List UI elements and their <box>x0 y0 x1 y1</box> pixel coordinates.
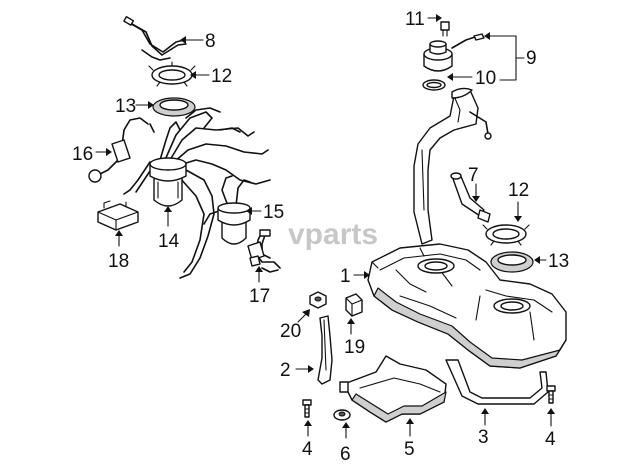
callout-15: 15 <box>263 202 284 223</box>
callout-4-left: 4 <box>302 439 313 460</box>
part-2-strap <box>317 315 333 385</box>
callout-19: 19 <box>344 337 365 358</box>
part-19-bracket <box>345 293 363 317</box>
part-12-lock-ring-right <box>482 224 530 246</box>
callout-13-left: 13 <box>115 96 136 117</box>
part-4-bolt-left <box>302 399 312 418</box>
callout-3: 3 <box>478 427 489 448</box>
filler-neck-tube <box>413 87 492 245</box>
part-11-vent-valve <box>440 21 450 37</box>
part-17-connector <box>247 229 281 273</box>
part-13-gasket-right <box>490 251 534 273</box>
callout-17: 17 <box>249 286 270 307</box>
part-18-control-module <box>97 200 139 231</box>
watermark-text: vparts <box>288 218 378 251</box>
part-8-wire-harness <box>123 16 187 61</box>
part-6-nut <box>333 409 351 421</box>
callout-11: 11 <box>405 9 425 30</box>
part-1-fuel-tank <box>367 243 567 369</box>
callout-18: 18 <box>108 251 129 272</box>
part-20-nut <box>309 291 327 309</box>
callout-6: 6 <box>340 444 351 465</box>
part-15-fuel-filter-assembly <box>203 175 251 245</box>
part-10-o-ring <box>422 79 446 91</box>
part-3-tank-strap <box>445 359 549 405</box>
part-14-fuel-pump-assembly <box>123 107 271 279</box>
callout-8: 8 <box>205 31 216 52</box>
part-7-vent-hose <box>450 172 491 223</box>
callout-16: 16 <box>72 144 93 165</box>
part-13-gasket-left <box>152 97 196 117</box>
callout-20: 20 <box>280 321 301 342</box>
callout-5: 5 <box>404 439 415 460</box>
callout-7: 7 <box>468 165 479 186</box>
part-9-filler-cap <box>423 33 485 72</box>
callout-4-right: 4 <box>545 429 556 450</box>
part-5-heat-shield <box>339 355 447 423</box>
callout-13-right: 13 <box>548 251 569 272</box>
callout-9: 9 <box>526 48 537 69</box>
callout-1: 1 <box>340 266 351 287</box>
part-12-lock-ring-left <box>148 61 196 87</box>
callout-10: 10 <box>475 68 496 89</box>
part-16-level-sender <box>88 117 155 183</box>
callout-2: 2 <box>280 360 291 381</box>
callout-12-left: 12 <box>211 66 232 87</box>
part-4-bolt-right <box>546 385 556 404</box>
callout-14: 14 <box>158 231 180 252</box>
callout-12-right: 12 <box>508 180 529 201</box>
